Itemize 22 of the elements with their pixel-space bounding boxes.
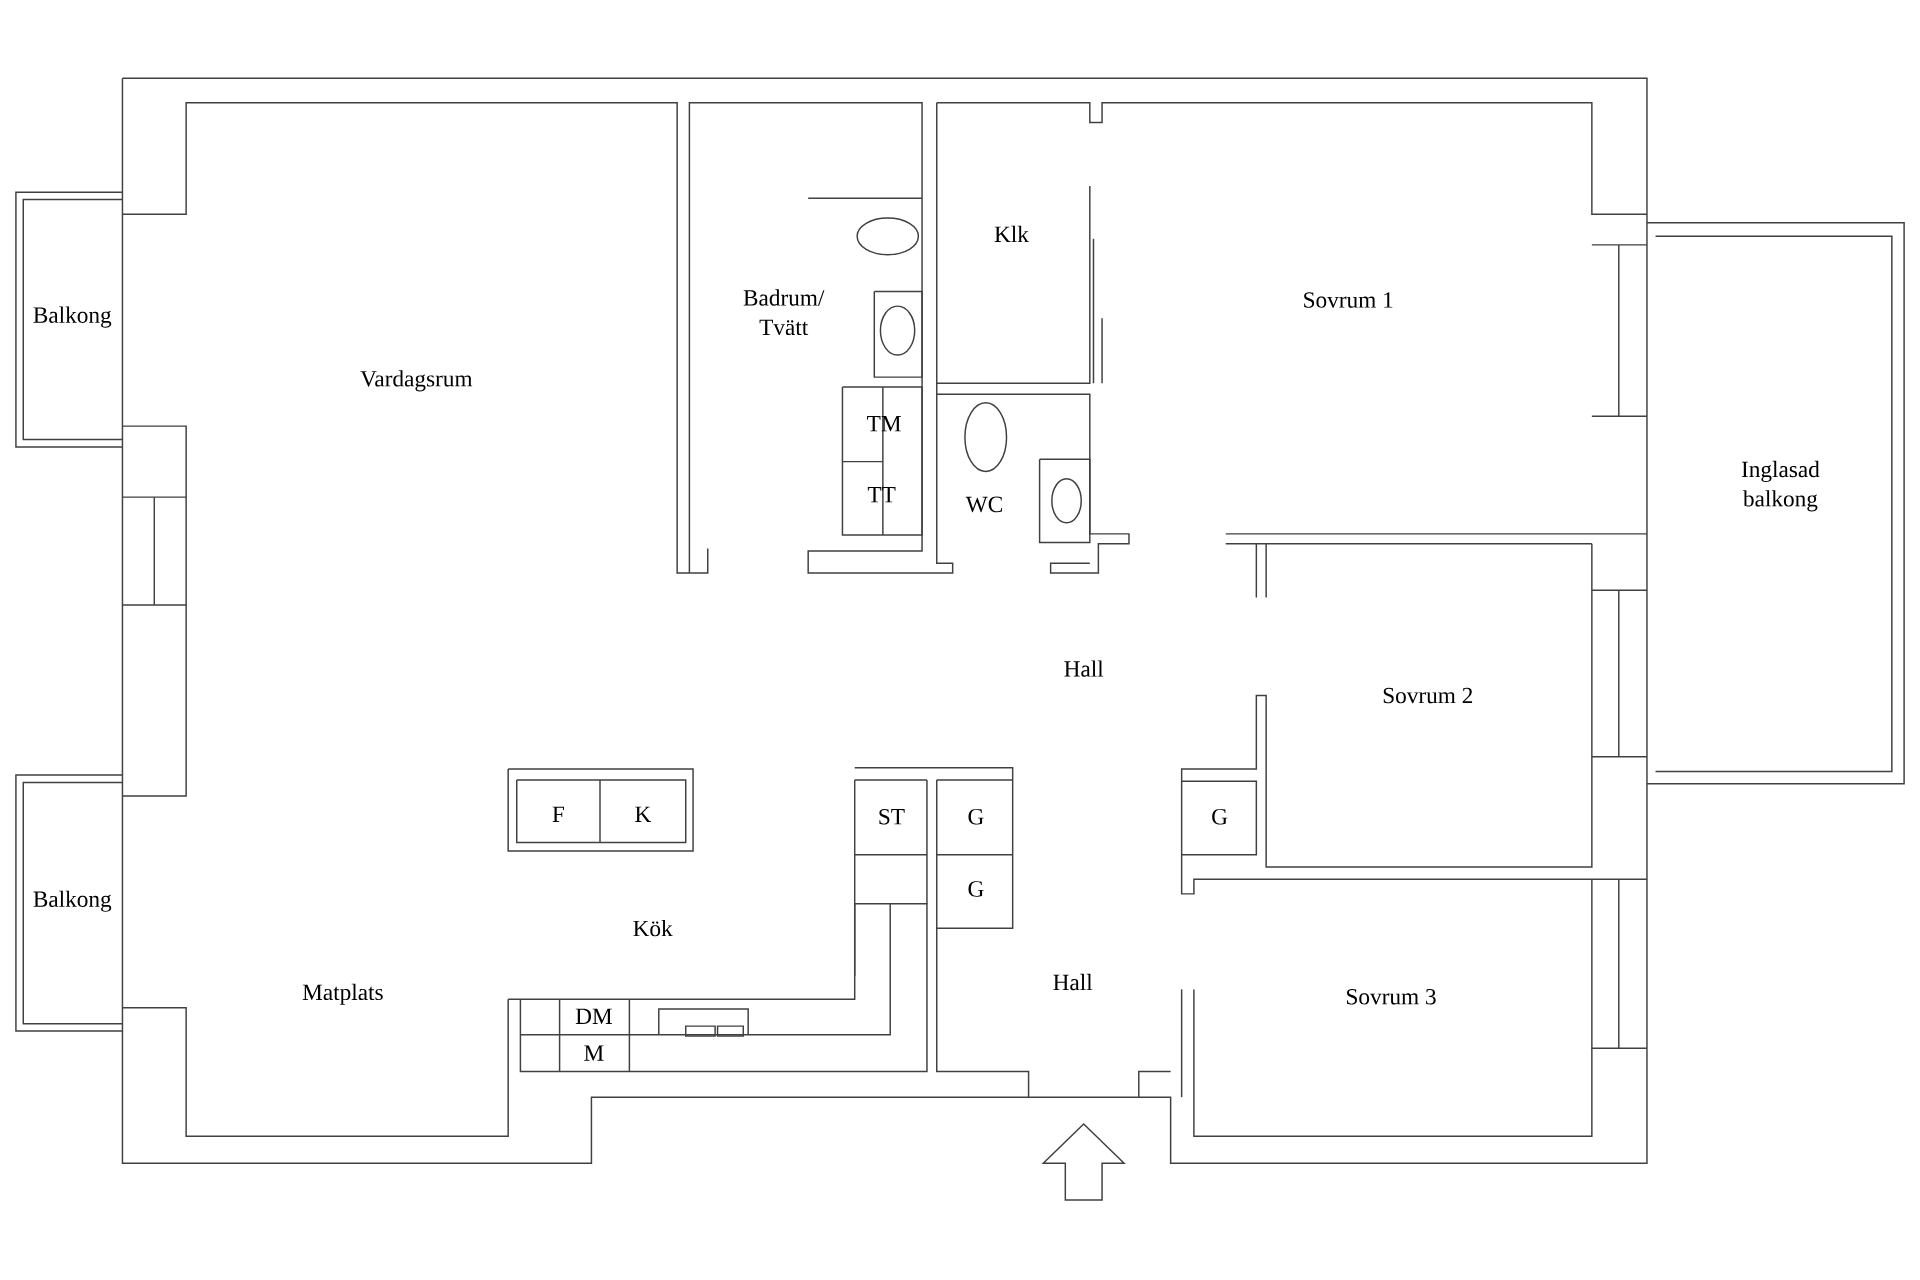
room-label: Kök bbox=[633, 920, 673, 937]
fixture-label: G bbox=[968, 809, 984, 825]
fixture-label: ST bbox=[879, 809, 905, 825]
room-label: Badrum/ Tvätt bbox=[743, 289, 825, 336]
room-label: WC bbox=[965, 496, 1002, 513]
room-label: Hall bbox=[1053, 974, 1093, 991]
room-label: Balkong bbox=[33, 890, 112, 912]
room-label: Inglasad balkong bbox=[1741, 461, 1820, 512]
room-label: Vardagsrum bbox=[360, 370, 473, 392]
room-label: Sovrum 3 bbox=[1347, 989, 1436, 1005]
fixture-label: F bbox=[552, 806, 564, 823]
fixture-label: M bbox=[584, 1045, 604, 1061]
fixture-label: G bbox=[1212, 809, 1228, 825]
fixture-label: DM bbox=[575, 1008, 612, 1025]
room-label: Balkong bbox=[33, 306, 112, 328]
room-label: Sovrum 2 bbox=[1383, 687, 1473, 704]
room-label: Sovrum 1 bbox=[1304, 292, 1393, 308]
room-label: Matplats bbox=[302, 983, 383, 1006]
fixture-label: G bbox=[968, 881, 984, 897]
fixture-label: K bbox=[635, 806, 651, 823]
room-label: Hall bbox=[1064, 660, 1104, 677]
room-label: Klk bbox=[994, 226, 1029, 243]
